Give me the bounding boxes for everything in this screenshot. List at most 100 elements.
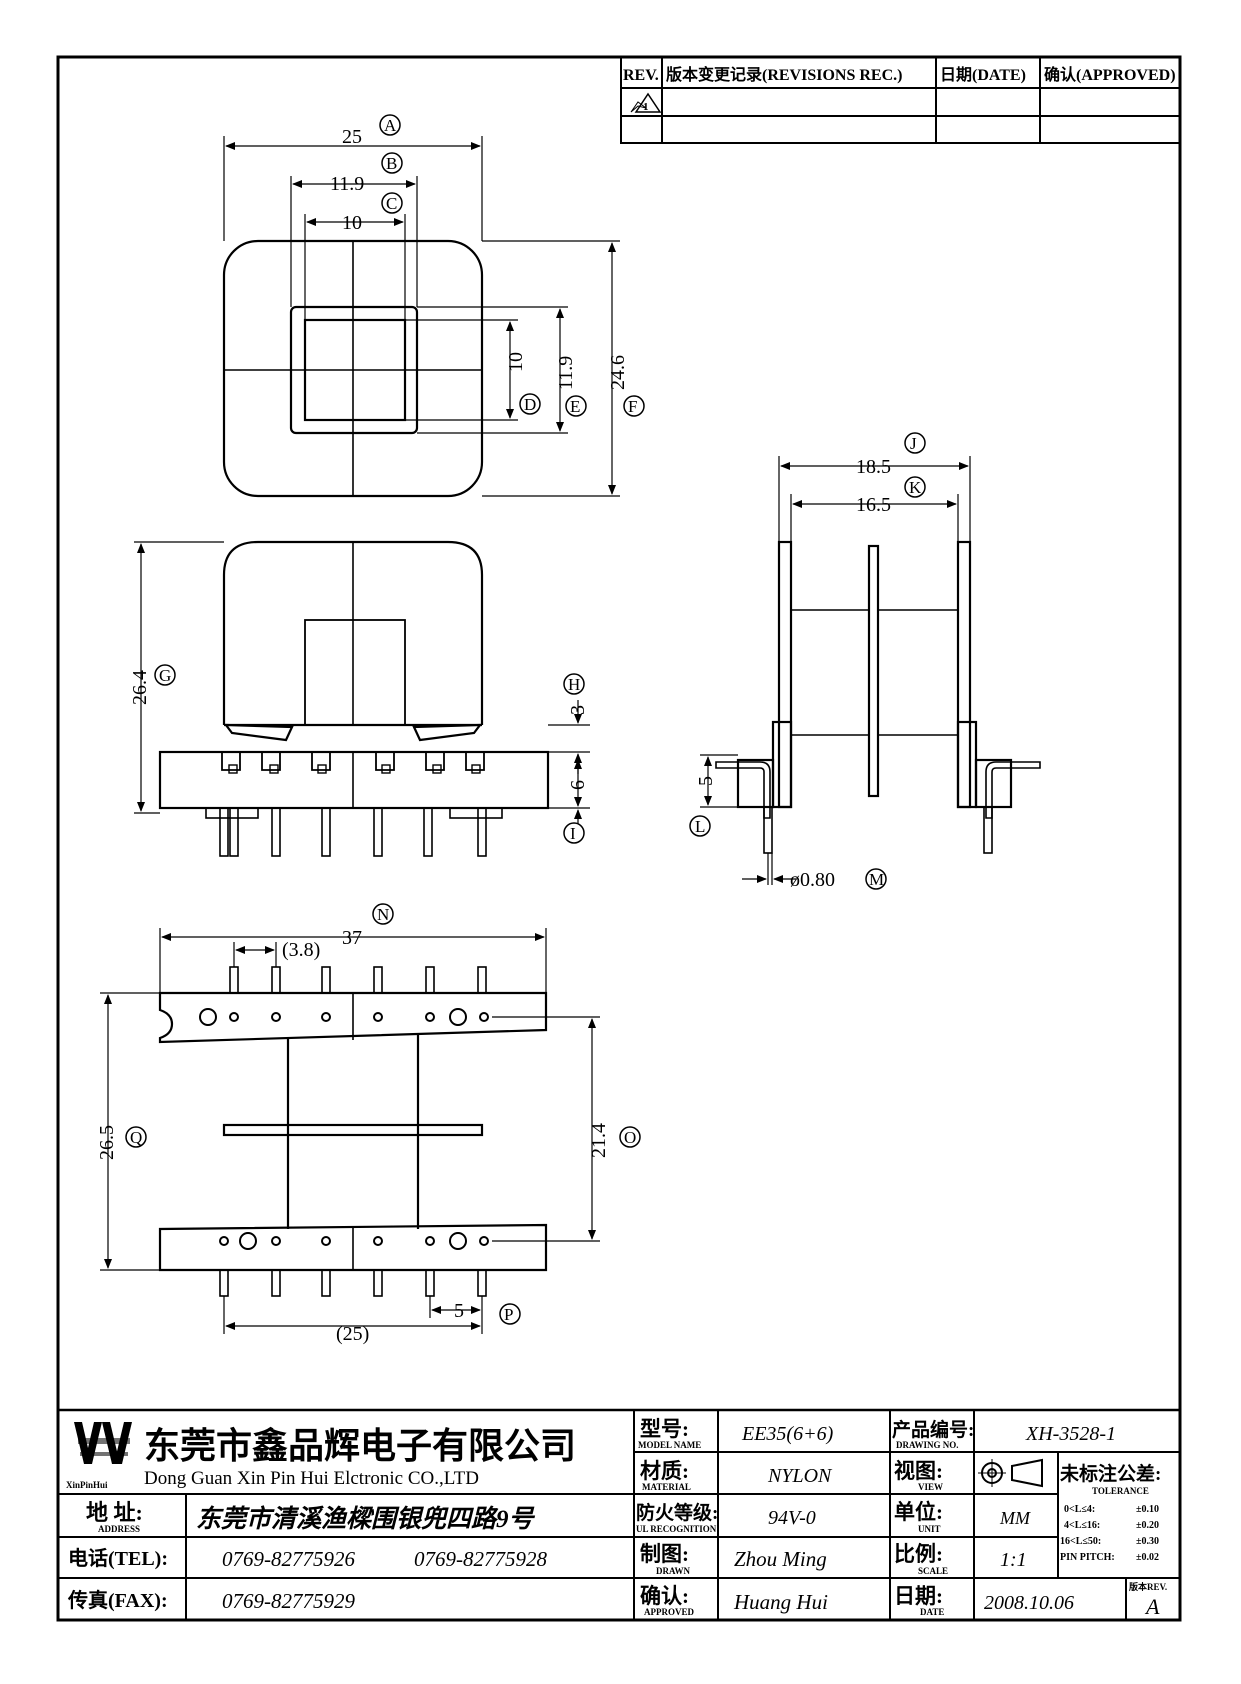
approved-label: 确认: <box>640 1584 689 1608</box>
dim-K: 16.5 K <box>856 476 926 516</box>
view-label: 视图: <box>894 1459 943 1483</box>
dim-M-value: ø0.80 <box>790 869 835 891</box>
date-value: 2008.10.06 <box>984 1592 1074 1614</box>
dim-H-value: 3 <box>567 705 589 715</box>
dim-E-value: 11.9 <box>555 356 577 390</box>
dim-D-label: D <box>524 395 536 414</box>
front-view-dims <box>134 541 590 830</box>
dim-F: 24.6 F <box>607 355 645 417</box>
unit-value: MM <box>999 1508 1031 1528</box>
logo-text: XinPinHui <box>66 1480 108 1490</box>
top-view-dims <box>223 136 620 497</box>
dim-A: 25 A <box>342 114 401 148</box>
dim-C: 10 C <box>342 192 403 234</box>
approved-value: Huang Hui <box>733 1590 828 1614</box>
rev-value: A <box>1144 1594 1160 1619</box>
dim-D-value: 10 <box>505 352 527 372</box>
dim-F-value: 24.6 <box>607 355 629 390</box>
dim-E-label: E <box>570 397 580 416</box>
dim-I-value: 6 <box>567 780 589 790</box>
unit-label-en: UNIT <box>918 1524 941 1534</box>
dim-G-value: 26.4 <box>129 670 151 705</box>
drawn-label-en: DRAWN <box>656 1566 691 1576</box>
dim-H-label: H <box>568 675 580 694</box>
material-value: NYLON <box>767 1465 833 1487</box>
dim-E: 11.9 E <box>555 356 587 417</box>
approved-header: 确认(APPROVED) <box>1044 65 1176 84</box>
dim-L: 5 L <box>689 776 717 837</box>
dim-O-value: 21.4 <box>588 1123 610 1158</box>
fax-value: 0769-82775929 <box>222 1589 355 1613</box>
address-value: 东莞市清溪渔樑围银兜四路9号 <box>196 1505 536 1533</box>
fax-label: 传真(FAX): <box>67 1588 168 1612</box>
address-label-en: ADDRESS <box>98 1524 140 1534</box>
dim-A-label: A <box>384 116 397 135</box>
tolerance-table: 0<L≤4: ±0.10 4<L≤16: ±0.20 16<L≤50: ±0.3… <box>1060 1504 1159 1563</box>
dim-P-label: P <box>504 1305 513 1324</box>
dim-B: 11.9 B <box>330 152 403 195</box>
dim-B-value: 11.9 <box>330 173 364 195</box>
drawn-value: Zhou Ming <box>734 1547 827 1571</box>
side-view-dims <box>700 456 971 883</box>
dim-J-value: 18.5 <box>856 456 891 478</box>
dim-P: 5 P (25) <box>336 1300 521 1345</box>
company-name-en: Dong Guan Xin Pin Hui Elctronic CO.,LTD <box>144 1468 479 1489</box>
scale-label: 比例: <box>894 1542 943 1566</box>
drawing-no-value: XH-3528-1 <box>1025 1423 1116 1445</box>
view-label-en: VIEW <box>918 1482 943 1492</box>
flammability-label-en: UL RECOGNITION <box>636 1524 717 1534</box>
dim-G: 26.4 G <box>129 664 176 705</box>
dim-K-label: K <box>909 478 922 497</box>
dim-N-value: 37 <box>342 927 362 949</box>
company-logo <box>74 1422 132 1464</box>
bottom-view-dims <box>100 928 600 1334</box>
dim-F-label: F <box>628 397 637 416</box>
bottom-view-holes <box>199 1008 489 1250</box>
dim-O: 21.4 O <box>588 1123 641 1158</box>
title-block <box>58 1408 1180 1620</box>
dim-P-value: 5 <box>454 1300 464 1322</box>
projection-symbol-icon <box>978 1458 1043 1488</box>
date-header: 日期(DATE) <box>940 65 1026 84</box>
tolerance-range: 4<L≤16: <box>1064 1520 1100 1531</box>
drawn-label: 制图: <box>640 1542 689 1566</box>
dim-M: ø0.80 M <box>790 868 887 891</box>
tolerance-label-en: TOLERANCE <box>1092 1486 1149 1496</box>
dim-L-label: L <box>695 817 705 836</box>
dim-J-label: J <box>910 434 917 453</box>
tolerance-range: PIN PITCH: <box>1060 1552 1115 1563</box>
tolerance-label: 未标注公差: <box>1059 1462 1161 1485</box>
model-label-en: MODEL NAME <box>638 1440 701 1450</box>
tolerance-range: 0<L≤4: <box>1064 1504 1095 1515</box>
dim-C-label: C <box>386 194 397 213</box>
date-label: 日期: <box>894 1584 943 1608</box>
dim-N-pitch: (3.8) <box>282 939 320 961</box>
drawing-no-label-en: DRAWING NO. <box>896 1440 959 1450</box>
scale-value: 1:1 <box>1000 1549 1027 1571</box>
rev-header: REV. <box>623 67 659 84</box>
dim-D: 10 D <box>505 352 541 415</box>
front-view <box>158 540 550 857</box>
revisions-header: 版本变更记录(REVISIONS REC.) <box>665 65 902 84</box>
dim-J: 18.5 J <box>856 432 926 478</box>
date-label-en: DATE <box>920 1607 944 1617</box>
dim-I: 6 I <box>563 780 589 844</box>
dim-Q: 26.5 Q <box>96 1125 147 1160</box>
tel-value-2: 0769-82775928 <box>414 1547 547 1571</box>
model-value: EE35(6+6) <box>741 1423 834 1445</box>
dim-C-value: 10 <box>342 212 362 234</box>
drawing-no-label: 产品编号: <box>892 1418 974 1441</box>
dim-I-label: I <box>570 824 576 843</box>
dim-A-value: 25 <box>342 126 362 148</box>
dim-Q-label: Q <box>130 1128 142 1147</box>
dim-N: 37 N (3.8) <box>282 903 394 961</box>
model-label: 型号: <box>640 1417 689 1441</box>
address-label: 地 址: <box>86 1500 143 1525</box>
tel-label: 电话(TEL): <box>68 1547 168 1570</box>
dim-L-value: 5 <box>695 776 717 786</box>
tel-value-1: 0769-82775926 <box>222 1547 355 1571</box>
tolerance-range: 16<L≤50: <box>1060 1536 1101 1547</box>
top-view <box>222 239 484 498</box>
